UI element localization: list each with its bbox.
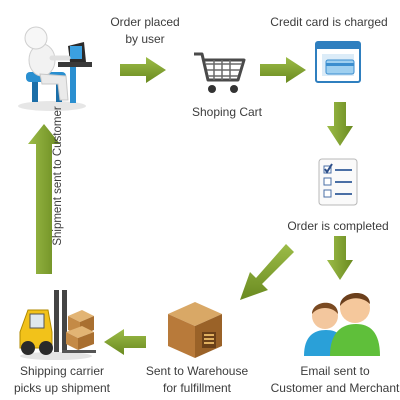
arrow-checklist-to-warehouse [240, 244, 294, 300]
label-email-sent: Email sent to Customer and Merchant [270, 364, 400, 395]
arrow-checklist-to-people [327, 236, 353, 280]
arrow-card-to-checklist [327, 102, 353, 146]
checklist-icon [316, 156, 360, 208]
label-shopping-cart: Shoping Cart [191, 105, 263, 119]
label-credit-card-charged: Credit card is charged [270, 15, 388, 29]
user-at-laptop-icon [12, 22, 100, 112]
people-icon [302, 284, 382, 358]
arrow-warehouse-to-carrier [104, 329, 146, 355]
label-order-placed: Order placed by user [110, 15, 180, 46]
forklift-icon [14, 288, 96, 362]
arrow-user-to-cart [120, 57, 166, 83]
label-warehouse: Sent to Warehouse for fulfillment [145, 364, 249, 395]
warehouse-box-icon [162, 296, 228, 360]
arrow-cart-to-card [260, 57, 306, 83]
credit-card-window-icon [314, 40, 362, 84]
shopping-cart-icon [192, 48, 248, 96]
label-shipping-carrier: Shipping carrier picks up shipment [13, 364, 111, 395]
label-order-completed: Order is completed [287, 219, 389, 233]
arrow-carrier-to-user [28, 124, 60, 274]
